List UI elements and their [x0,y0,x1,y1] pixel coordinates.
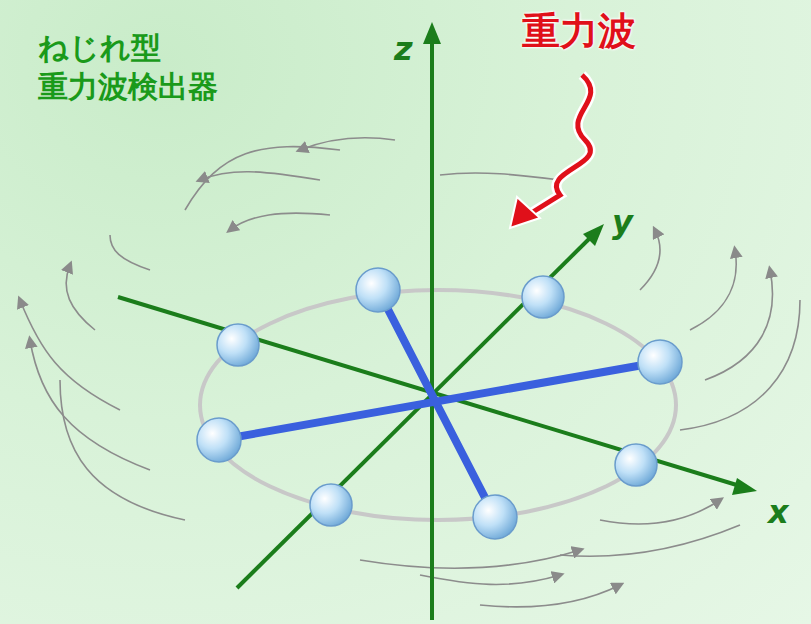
ring [200,290,676,520]
field-lines [20,138,800,607]
test-masses [197,268,682,539]
title-text: ねじれ型 重力波検出器 [38,28,230,106]
axis-label: y [612,203,633,241]
axis-label: x [768,493,789,531]
wave-arrow [510,75,591,228]
axes [118,22,757,620]
axis-label: z [394,30,413,68]
torsion-bars [219,290,660,517]
wave-label: 重力波 [522,6,636,57]
